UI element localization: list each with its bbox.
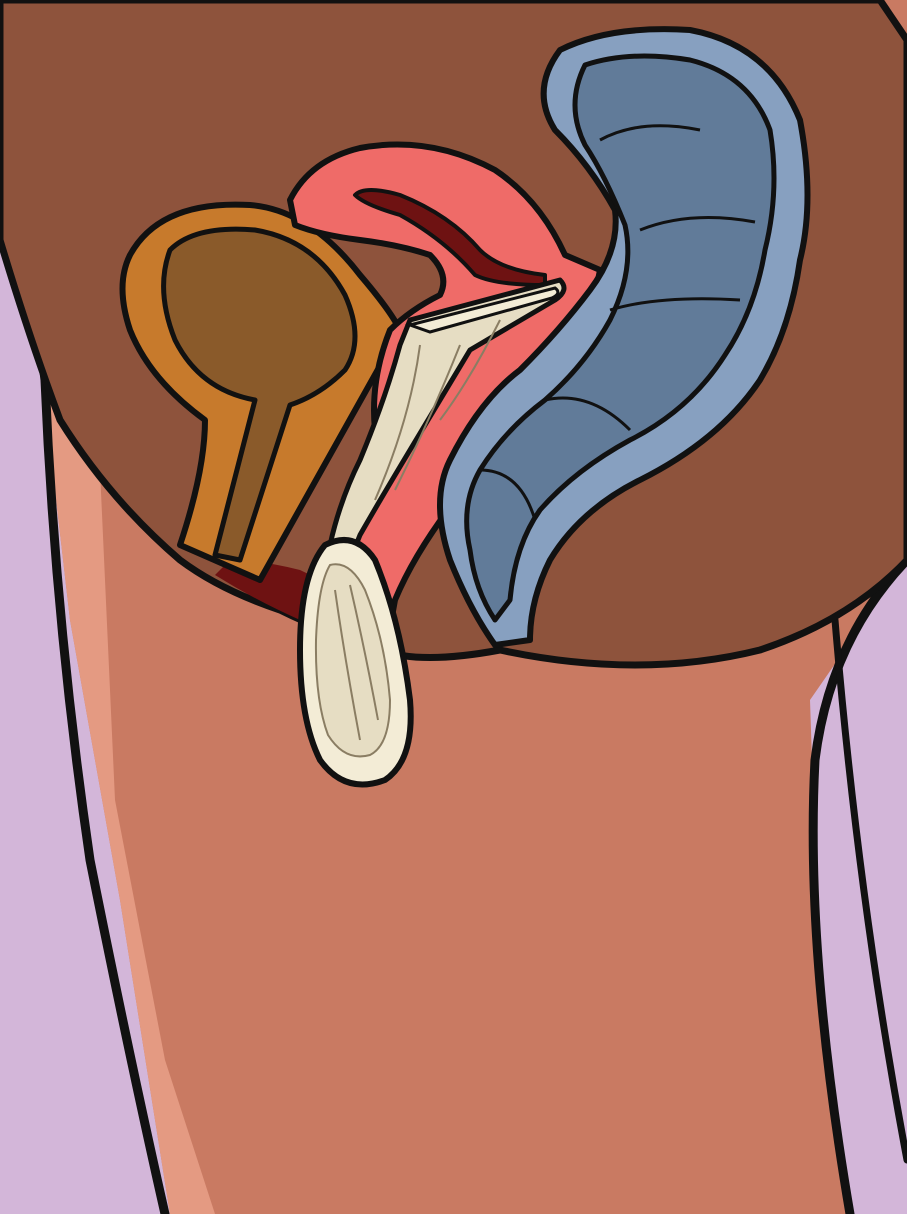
pelvic-cross-section <box>0 0 907 1214</box>
anatomy-illustration <box>0 0 907 1214</box>
